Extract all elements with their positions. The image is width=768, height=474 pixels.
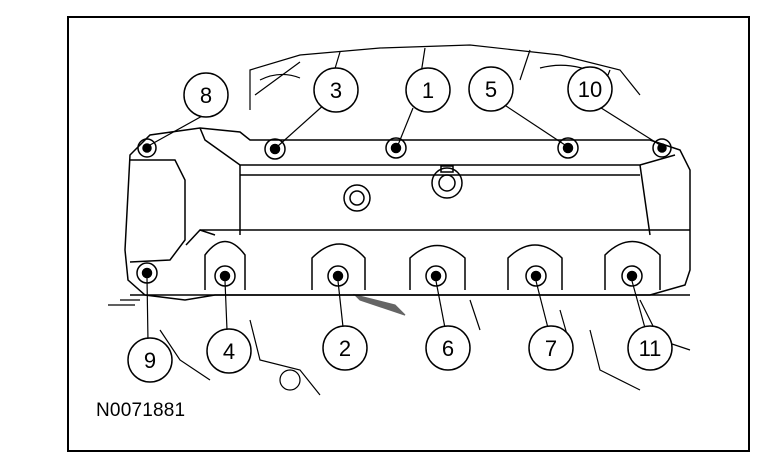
bolt-11 bbox=[621, 265, 643, 287]
bolt-heads bbox=[136, 137, 672, 287]
callout-4: 4 bbox=[206, 328, 252, 374]
bolt-8 bbox=[137, 138, 157, 158]
callout-label: 8 bbox=[200, 83, 212, 108]
callout-label: 4 bbox=[223, 339, 235, 364]
bolt-5 bbox=[557, 137, 579, 159]
figure-id-label: N0071881 bbox=[96, 400, 186, 421]
callout-label: 5 bbox=[485, 77, 497, 102]
callout-9: 9 bbox=[127, 337, 173, 383]
bolt-6 bbox=[425, 265, 447, 287]
callout-10: 10 bbox=[567, 66, 613, 112]
leader-lines bbox=[146, 101, 661, 343]
callout-label: 1 bbox=[422, 78, 434, 103]
callout-8: 8 bbox=[183, 72, 229, 118]
valve-cover bbox=[124, 127, 691, 301]
bolt-10 bbox=[652, 138, 672, 158]
bolt-1 bbox=[385, 137, 407, 159]
callout-label: 2 bbox=[339, 336, 351, 361]
callout-11: 11 bbox=[627, 325, 673, 371]
callout-6: 6 bbox=[425, 325, 471, 371]
callout-label: 7 bbox=[545, 336, 557, 361]
callout-label: 9 bbox=[144, 348, 156, 373]
bolt-7 bbox=[525, 265, 547, 287]
callout-label: 10 bbox=[578, 77, 602, 102]
engine-background bbox=[108, 44, 691, 396]
callout-label: 6 bbox=[442, 336, 454, 361]
callout-label: 3 bbox=[330, 78, 342, 103]
callout-2: 2 bbox=[322, 325, 368, 371]
callout-1: 1 bbox=[405, 67, 451, 113]
callout-label: 11 bbox=[639, 336, 662, 361]
callout-7: 7 bbox=[528, 325, 574, 371]
callout-5: 5 bbox=[468, 66, 514, 112]
bolt-3 bbox=[264, 138, 286, 160]
callouts: 8 3 1 5 10 9 4 2 6 7 11 bbox=[127, 66, 673, 383]
callout-3: 3 bbox=[313, 67, 359, 113]
